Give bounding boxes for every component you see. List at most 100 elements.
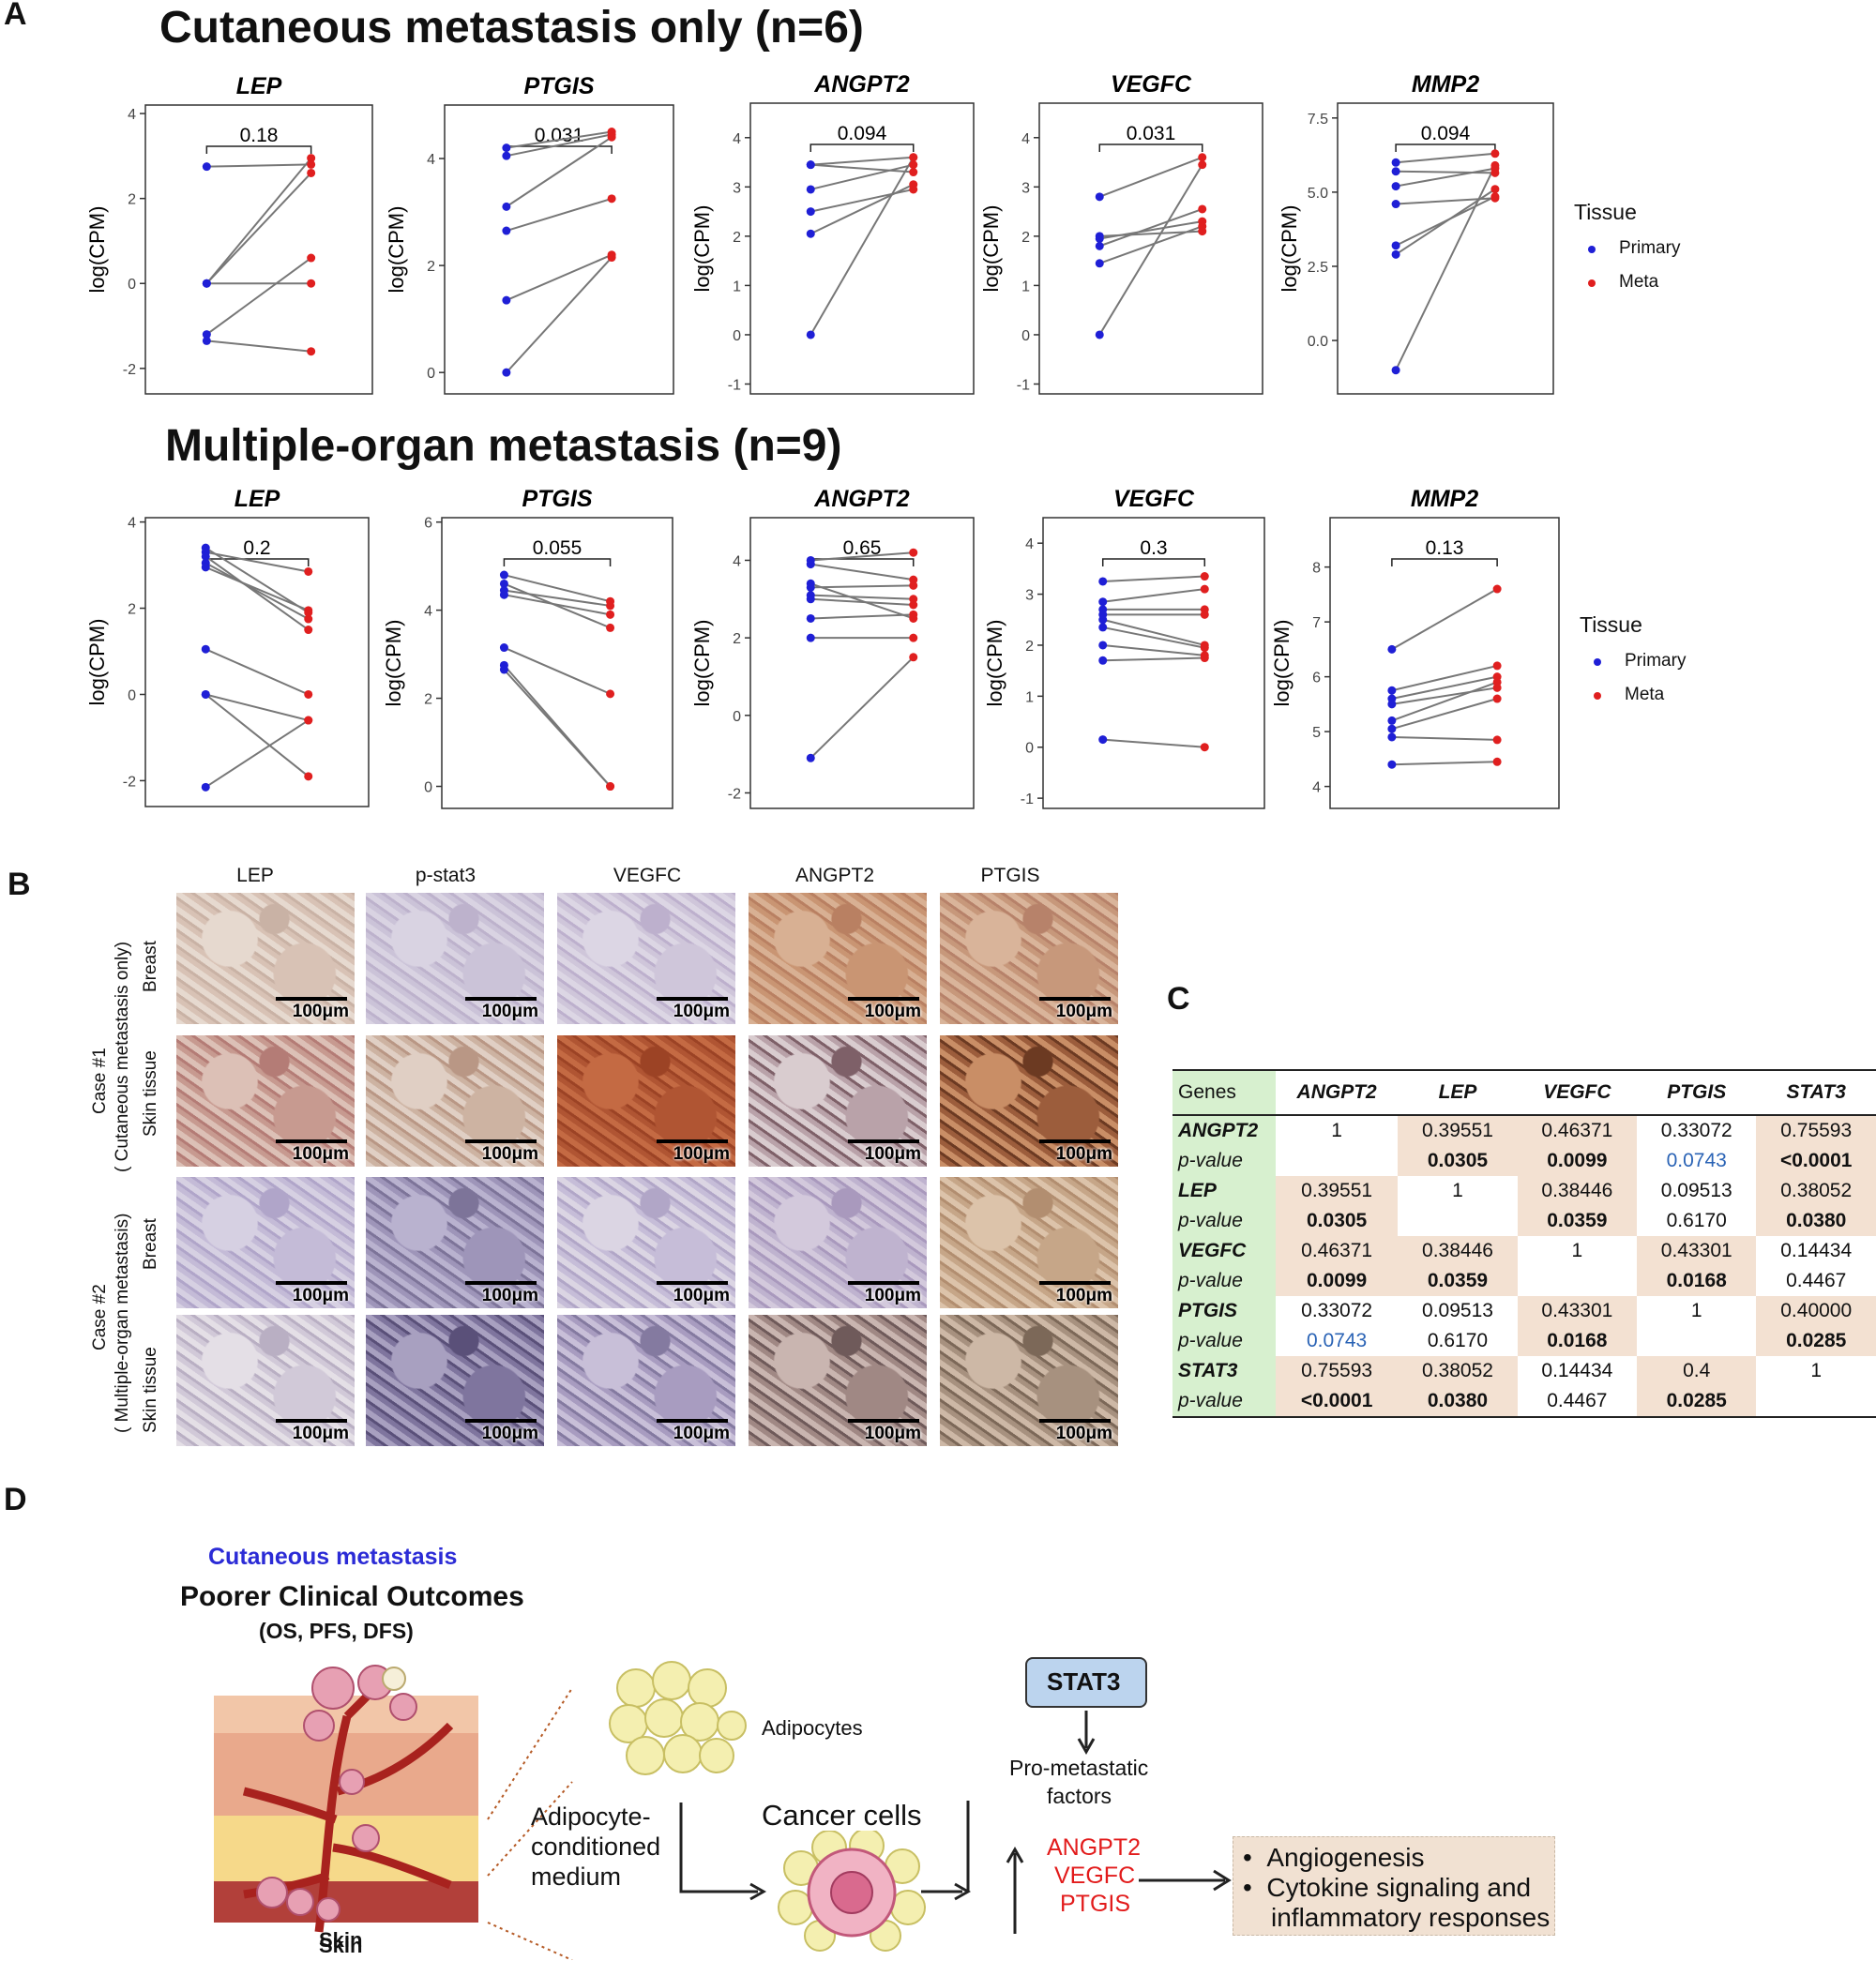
y-tick-label-ptgis-mult: 0 [424,780,432,796]
table-cell-p: 0.0380 [1756,1206,1876,1236]
table-header-angpt2: ANGPT2 [1275,1069,1399,1116]
effects-arrow [1139,1869,1232,1892]
meta-point-lep-mult [304,772,313,781]
primary-point-vegfc-mult [1098,610,1108,619]
col-header-ptgis: PTGIS [980,865,1040,886]
scale-bar [848,997,919,1001]
meta-point-ptgis-cut [607,194,616,204]
pair-line-lep-mult [204,562,310,620]
table-cell-r: 0.75593 [1275,1356,1399,1386]
pair-line-mmp2-cut [1395,167,1496,188]
meta-point-angpt2-mult [909,633,918,642]
legend-meta-dot-bottom [1594,692,1601,700]
primary-point-angpt2-cut [806,330,815,339]
y-tick-label-mmp2-mult: 8 [1312,561,1321,577]
meta-point-lep-cut [307,159,316,169]
pair-line-angpt2-mult [810,594,914,600]
table-header-vegfc: VEGFC [1517,1069,1638,1116]
table-cell-r: 0.09513 [1422,1300,1493,1321]
case2-breast-label: Breast [141,1218,160,1270]
pair-line-angpt2-cut [810,163,914,190]
scale-bar-label: 100μm [292,1424,349,1443]
pair-line-lep-mult [204,648,310,696]
table-cell-p: 0.6170 [1427,1330,1489,1351]
y-axis-label-vegfc-mult: log(CPM) [983,620,1006,707]
meta-point-angpt2-mult [909,653,918,662]
primary-point-ptgis-mult [499,665,508,674]
table-cell-r: 0.33072 [1660,1120,1732,1141]
cancer-cells-label: Cancer cells [762,1799,922,1832]
y-tick-label-ptgis-cut: 0 [427,366,435,382]
col-header-lep: LEP [236,865,274,886]
meta-point-ptgis-mult [606,782,615,792]
primary-point-mmp2-mult [1387,716,1397,725]
col-header-vegfc: VEGFC [613,865,682,886]
y-tick-label-vegfc-mult: 3 [1025,588,1034,604]
meta-point-ptgis-mult [606,610,615,619]
primary-point-angpt2-mult [806,613,815,623]
panel-b-label: B [8,867,31,902]
scale-bar [276,1139,347,1143]
scale-bar [657,1139,728,1143]
pair-line-vegfc-cut [1098,164,1203,336]
pair-line-angpt2-mult [809,656,915,759]
scale-bar-label: 100μm [1055,1286,1112,1305]
table-cell-p: 0.4467 [1517,1386,1638,1418]
primary-point-lep-mult [201,543,210,552]
table-cell-p [1398,1206,1517,1236]
table-cell-r: 1 [1452,1180,1463,1201]
y-tick-label-vegfc-cut: 0 [1021,328,1030,344]
meta-point-lep-mult [304,716,313,725]
primary-point-mmp2-mult [1387,724,1397,733]
table-cell-r: 0.14434 [1541,1360,1613,1381]
y-tick-label-lep-cut: 2 [128,192,136,208]
table-pvalue-label: p-value [1172,1386,1276,1418]
adipocytes-icon [609,1661,747,1775]
medium-label-2: conditioned [531,1833,661,1861]
table-cell-p: 0.0168 [1517,1326,1638,1356]
legend-primary-dot-bottom [1594,658,1601,666]
effects-box: • Angiogenesis • Cytokine signaling and … [1233,1836,1555,1936]
meta-point-mmp2-mult [1492,661,1502,671]
case1-skin-label: Skin tissue [141,1050,160,1137]
cutaneous-metastasis-label: Cutaneous metastasis [208,1544,458,1570]
scale-bar [465,1419,537,1423]
cutaneous-group-title: Cutaneous metastasis only (n=6) [159,3,864,53]
table-cell-r: 0.40000 [1756,1296,1876,1326]
y-tick-label-ptgis-cut: 2 [427,259,435,275]
y-tick-label-lep-mult: -2 [123,774,136,790]
meta-point-angpt2-cut [909,160,918,170]
pair-line-ptgis-mult [503,669,612,788]
col-header-angpt2: ANGPT2 [794,865,875,886]
skin-caption: Skin [319,1928,363,1952]
gene-title-mmp2-mult: MMP2 [1411,486,1478,512]
pair-line-lep-mult [204,555,310,631]
scale-bar [276,1281,347,1285]
scale-bar-label: 100μm [481,1144,538,1164]
primary-point-mmp2-mult [1387,686,1397,695]
scale-bar-label: 100μm [292,1144,349,1164]
stat3-box [1025,1657,1147,1708]
primary-point-angpt2-mult [806,753,815,762]
meta-point-lep-cut [307,279,316,288]
scale-bar [1039,1139,1111,1143]
p-bracket-mmp2-cut [1395,143,1496,152]
y-tick-label-ptgis-mult: 2 [424,692,432,708]
gene-title-angpt2-cut: ANGPT2 [813,71,910,98]
meta-point-ptgis-mult [606,601,615,611]
ihc-image-r1-angpt2: 100μm [749,893,927,1024]
ihc-image-r1-p-stat3: 100μm [366,893,544,1024]
pair-line-ptgis-cut [506,253,613,302]
pair-line-mmp2-mult [1391,698,1498,731]
y-tick-label-angpt2-mult: 2 [733,631,741,647]
pair-line-lep-mult [204,547,310,613]
meta-point-lep-cut [307,154,316,163]
case1-breast-label: Breast [141,941,160,992]
table-cell-p: 0.0359 [1398,1266,1518,1296]
pair-line-angpt2-mult [810,551,914,562]
ihc-image-r3-angpt2: 100μm [749,1177,927,1308]
table-cell-r: 0.75593 [1756,1115,1876,1146]
pair-line-ptgis-cut [506,197,613,232]
y-tick-label-vegfc-cut: 4 [1021,131,1030,147]
legend-primary-bottom: Primary [1625,651,1687,671]
